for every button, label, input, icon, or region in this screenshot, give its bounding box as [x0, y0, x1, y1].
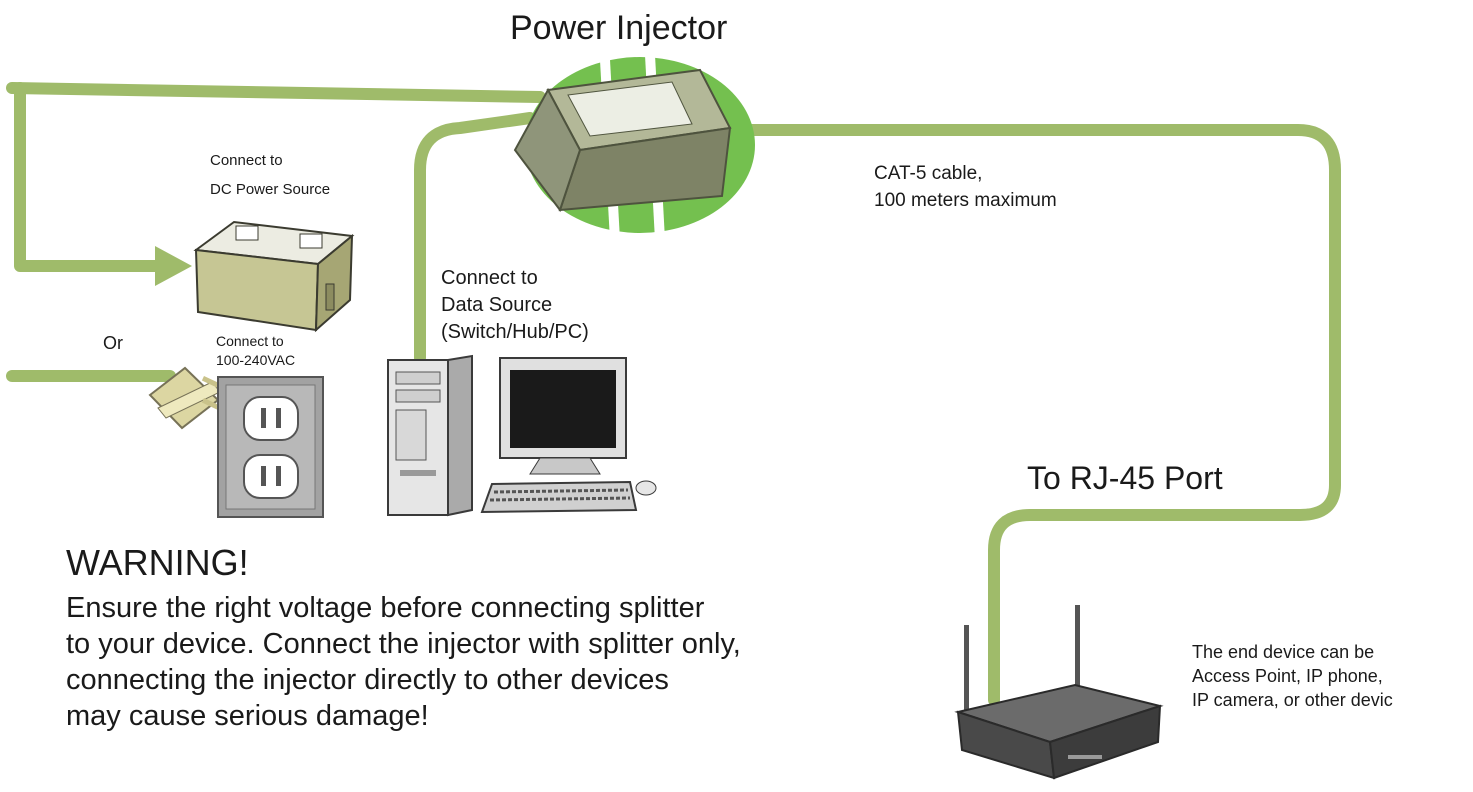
or-label: Or — [103, 333, 123, 353]
warning-line3: connecting the injector directly to othe… — [66, 664, 669, 696]
end-device-line1: The end device can be — [1192, 642, 1375, 662]
warning-line1: Ensure the right voltage before connecti… — [66, 592, 705, 624]
dc-label-line1: Connect to — [210, 152, 283, 169]
data-label-line1: Connect to — [441, 267, 538, 289]
data-label-line2: Data Source — [441, 294, 553, 316]
diagram-title: Power Injector — [510, 9, 728, 47]
ac-label-line2: 100-240VAC — [216, 352, 296, 368]
dc-battery — [193, 220, 355, 333]
warning-line4: may cause serious damage! — [66, 700, 429, 732]
wall-outlet — [217, 376, 324, 518]
dc-arrow-head — [155, 246, 192, 286]
warning-heading: WARNING! — [66, 542, 249, 583]
power-injector-box — [513, 68, 732, 213]
warning-line2: to your device. Connect the injector wit… — [66, 628, 741, 660]
dc-cable — [6, 82, 546, 103]
monitor — [499, 357, 627, 475]
ac-label-line1: Connect to — [216, 333, 284, 349]
data-label-line3: (Switch/Hub/PC) — [441, 321, 589, 343]
rj45-label: To RJ-45 Port — [1027, 460, 1223, 496]
end-device-line2: Access Point, IP phone, — [1192, 666, 1383, 686]
pc-tower — [387, 354, 473, 517]
cat5-cable — [712, 124, 1341, 706]
data-cable — [414, 112, 536, 364]
dc-label-line2: DC Power Source — [210, 181, 331, 198]
end-device-line3: IP camera, or other devic — [1192, 690, 1393, 710]
dc-cable-loop — [14, 82, 166, 272]
router — [954, 605, 1164, 780]
cable-label-line2: 100 meters maximum — [874, 190, 1057, 211]
cable-label-line1: CAT-5 cable, — [874, 163, 983, 184]
keyboard — [480, 480, 657, 514]
